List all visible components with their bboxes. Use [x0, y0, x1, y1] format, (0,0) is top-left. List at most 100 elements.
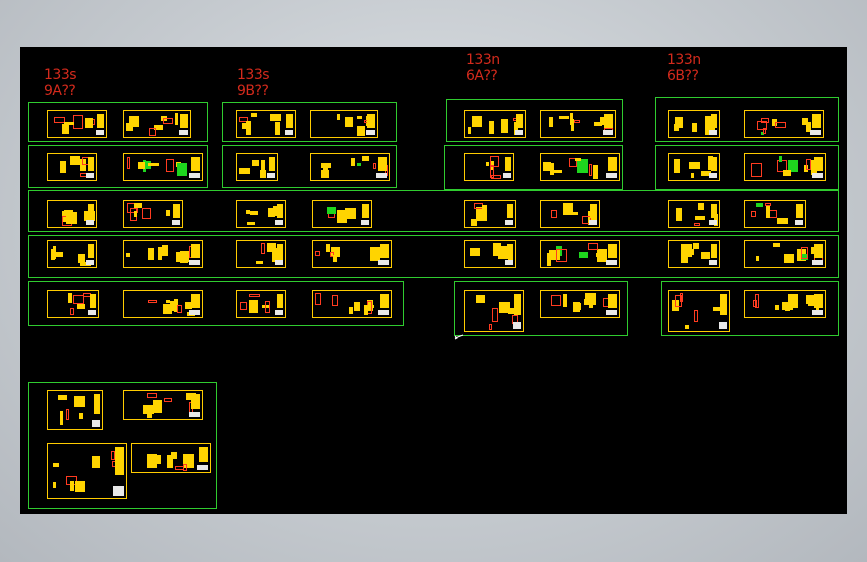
drawing-sheet-thumbnail[interactable]: [540, 153, 620, 181]
sheet-detail: [175, 113, 178, 125]
drawing-sheet-thumbnail[interactable]: [744, 153, 826, 181]
sheet-detail: [143, 405, 154, 414]
sheet-detail: [333, 255, 337, 262]
sheet-detail: [753, 300, 757, 307]
sheet-detail: [788, 294, 798, 308]
sheet-detail: [482, 205, 487, 214]
sheet-detail: [239, 117, 248, 122]
drawing-sheet-thumbnail[interactable]: [47, 290, 99, 318]
label-line-1: 133n: [667, 52, 701, 68]
drawing-sheet-thumbnail[interactable]: [236, 200, 286, 228]
title-block: [505, 260, 513, 265]
drawing-sheet-thumbnail[interactable]: [312, 290, 392, 318]
drawing-sheet-thumbnail[interactable]: [47, 390, 103, 430]
drawing-sheet-thumbnail[interactable]: [47, 200, 97, 228]
drawing-sheet-thumbnail[interactable]: [464, 153, 514, 181]
sheet-detail: [147, 410, 152, 418]
drawing-sheet-thumbnail[interactable]: [540, 290, 620, 318]
drawing-sheet-thumbnail[interactable]: [744, 200, 806, 228]
drawing-sheet-thumbnail[interactable]: [312, 200, 372, 228]
sheet-detail: [694, 310, 698, 322]
sheet-detail: [177, 163, 187, 176]
drawing-sheet-thumbnail[interactable]: [668, 290, 730, 332]
sheet-detail: [191, 294, 200, 308]
drawing-sheet-thumbnail[interactable]: [236, 240, 286, 268]
sheet-detail: [705, 124, 715, 135]
drawing-sheet-thumbnail[interactable]: [668, 110, 720, 138]
sheet-detail: [713, 307, 720, 311]
drawing-sheet-thumbnail[interactable]: [540, 240, 620, 268]
title-block: [378, 310, 389, 315]
drawing-sheet-thumbnail[interactable]: [236, 153, 278, 181]
sheet-detail: [476, 295, 485, 303]
sheet-detail: [370, 247, 380, 261]
sheet-detail: [569, 158, 577, 167]
sheet-detail: [549, 117, 553, 127]
sheet-detail: [357, 126, 365, 136]
drawing-sheet-thumbnail[interactable]: [123, 153, 203, 181]
sheet-detail: [191, 394, 200, 409]
drawing-sheet-thumbnail[interactable]: [744, 240, 826, 268]
drawing-sheet-thumbnail[interactable]: [668, 200, 720, 228]
label-line-2: 6A??: [466, 68, 498, 84]
drawing-sheet-thumbnail[interactable]: [310, 153, 390, 181]
sheet-detail: [556, 249, 567, 262]
sheet-detail: [275, 122, 280, 135]
drawing-sheet-thumbnail[interactable]: [47, 240, 97, 268]
sheet-detail: [380, 294, 389, 308]
sheet-group-row: [28, 235, 839, 278]
drawing-sheet-thumbnail[interactable]: [464, 240, 516, 268]
drawing-sheet-thumbnail[interactable]: [131, 443, 211, 473]
sheet-detail: [499, 302, 510, 313]
sheet-detail: [501, 119, 508, 133]
drawing-sheet-thumbnail[interactable]: [464, 290, 524, 332]
sheet-group: [28, 145, 208, 188]
drawing-sheet-thumbnail[interactable]: [236, 110, 296, 138]
drawing-sheet-thumbnail[interactable]: [540, 110, 616, 138]
sheet-detail: [148, 248, 154, 260]
drawing-sheet-thumbnail[interactable]: [47, 443, 127, 499]
sheet-detail: [173, 204, 180, 218]
sheet-detail: [514, 294, 521, 315]
sheet-detail: [589, 164, 592, 176]
sheet-detail: [180, 114, 188, 128]
drawing-sheet-thumbnail[interactable]: [540, 200, 600, 228]
sheet-detail: [176, 252, 185, 262]
drawing-sheet-thumbnail[interactable]: [668, 240, 720, 268]
drawing-sheet-thumbnail[interactable]: [464, 200, 516, 228]
sheet-detail: [357, 163, 361, 166]
drawing-sheet-thumbnail[interactable]: [744, 110, 824, 138]
sheet-detail: [590, 204, 597, 218]
drawing-sheet-thumbnail[interactable]: [47, 110, 107, 138]
title-block: [812, 260, 823, 265]
title-block: [179, 130, 188, 135]
drawing-sheet-thumbnail[interactable]: [123, 390, 203, 420]
drawing-sheet-thumbnail[interactable]: [123, 110, 191, 138]
drawing-sheet-thumbnail[interactable]: [310, 110, 378, 138]
sheet-detail: [777, 218, 788, 224]
drawing-sheet-thumbnail[interactable]: [312, 240, 392, 268]
sheet-group: [446, 99, 623, 142]
sheet-detail: [559, 116, 569, 119]
sheet-detail: [568, 212, 578, 215]
title-block: [86, 220, 94, 225]
drawing-sheet-thumbnail[interactable]: [668, 153, 720, 181]
title-block: [172, 220, 180, 225]
drawing-sheet-thumbnail[interactable]: [123, 240, 203, 268]
sheet-detail: [177, 305, 182, 313]
sheet-detail: [191, 244, 200, 258]
title-block: [503, 173, 511, 178]
sheet-detail: [73, 295, 84, 304]
drawing-sheet-thumbnail[interactable]: [464, 110, 526, 138]
sheet-detail: [588, 211, 597, 225]
sheet-detail: [373, 163, 376, 169]
drawing-sheet-thumbnail[interactable]: [123, 290, 203, 318]
drawing-sheet-thumbnail[interactable]: [236, 290, 286, 318]
sheet-detail: [380, 244, 389, 258]
sheet-detail: [711, 114, 717, 128]
sheet-detail: [134, 211, 137, 217]
drawing-sheet-thumbnail[interactable]: [123, 200, 183, 228]
drawing-sheet-thumbnail[interactable]: [744, 290, 826, 318]
drawing-sheet-thumbnail[interactable]: [47, 153, 97, 181]
cad-drawing-canvas[interactable]: 133s 9A?? 133s 9B?? 133n 6A?? 133n 6B??: [20, 47, 847, 514]
